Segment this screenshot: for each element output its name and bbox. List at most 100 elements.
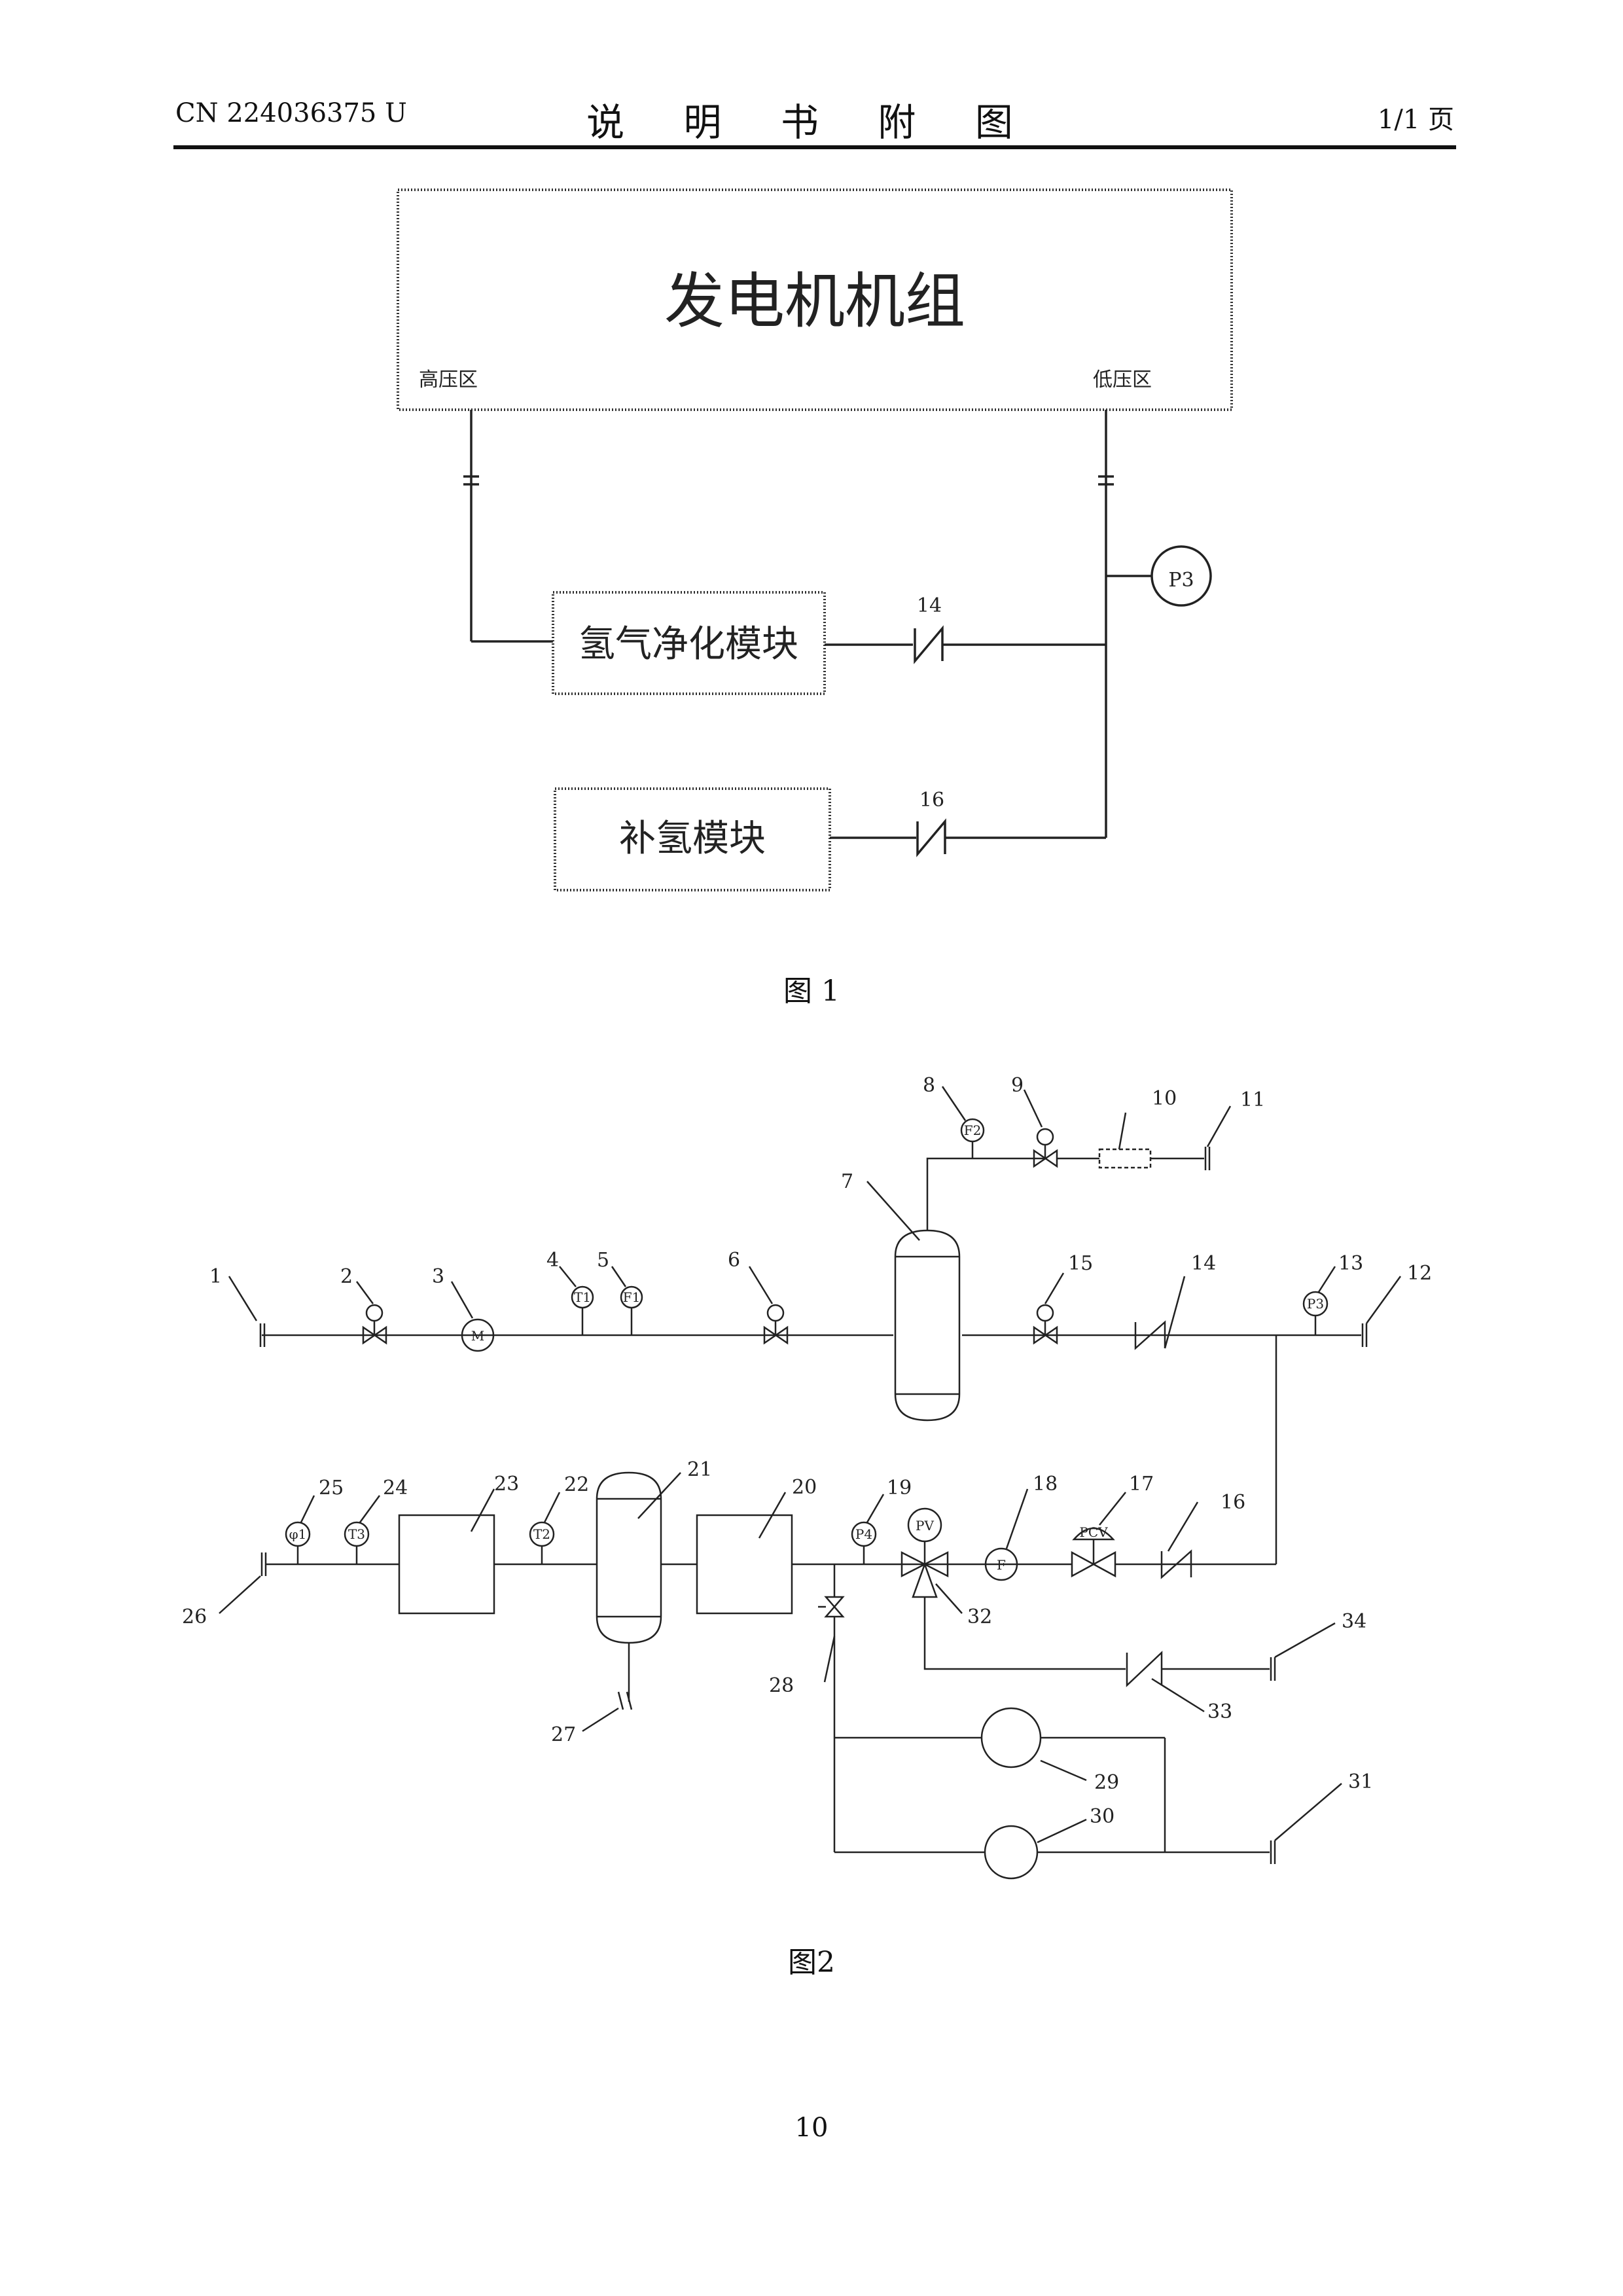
leader-29	[1041, 1761, 1086, 1780]
leader-22	[544, 1492, 560, 1522]
leader-11	[1207, 1106, 1230, 1147]
t3-label: T3	[348, 1526, 365, 1542]
ref-12: 12	[1407, 1262, 1432, 1285]
low-pressure-label: 低压区	[1093, 368, 1152, 391]
ref-17: 17	[1129, 1473, 1154, 1496]
ref-27: 27	[551, 1723, 576, 1746]
leader-30	[1037, 1820, 1086, 1842]
leader-32	[936, 1584, 962, 1613]
high-pressure-label: 高压区	[419, 368, 478, 391]
vessel-7	[895, 1230, 959, 1420]
makeup-module-label: 补氢模块	[619, 817, 766, 860]
pump-29	[982, 1708, 1041, 1767]
outlet-26-flange	[262, 1552, 266, 1576]
ref-31: 31	[1348, 1770, 1373, 1793]
ref-32: 32	[967, 1605, 992, 1628]
ref-20: 20	[792, 1476, 817, 1499]
pv-label: PV	[916, 1518, 934, 1534]
ref-26: 26	[182, 1605, 207, 1628]
page-number: 10	[0, 2113, 1623, 2143]
ref-30: 30	[1090, 1805, 1115, 1828]
ref-28: 28	[769, 1674, 794, 1697]
vent-outlet-11	[1205, 1147, 1209, 1170]
valve-6-actuator	[768, 1305, 783, 1321]
unit-20	[697, 1515, 792, 1613]
valve-2-actuator	[366, 1305, 382, 1321]
purification-module-label: 氢气净化模块	[579, 623, 798, 666]
leader-31	[1275, 1784, 1342, 1840]
leader-12	[1366, 1276, 1400, 1323]
figure-2: 1 2 M 3 T1 4 F1 5 6 7	[182, 1074, 1432, 1878]
ref-29: 29	[1094, 1771, 1119, 1794]
ref-3: 3	[432, 1265, 444, 1288]
leader-14	[1165, 1276, 1185, 1348]
ref-24: 24	[383, 1477, 408, 1499]
leader-34	[1275, 1623, 1335, 1657]
f2-label: F2	[964, 1122, 982, 1138]
check-valve-16-label: 16	[919, 789, 944, 812]
check-valve-16	[918, 821, 945, 854]
ref-8: 8	[923, 1074, 935, 1097]
p3-gauge-label: P3	[1168, 569, 1194, 592]
ref-10: 10	[1152, 1087, 1177, 1110]
figure-1: 发电机机组 高压区 低压区 氢气净化模块 P3 14 补氢模块 16	[398, 190, 1232, 890]
vent-line	[927, 1158, 1047, 1230]
ref-9: 9	[1011, 1074, 1024, 1097]
leader-25	[301, 1496, 314, 1522]
leader-7	[867, 1181, 919, 1240]
leader-13	[1319, 1266, 1335, 1292]
ref-34: 34	[1342, 1610, 1366, 1633]
ref-23: 23	[494, 1473, 519, 1496]
leader-3	[452, 1282, 473, 1318]
figure-1-caption: 图 1	[0, 967, 1623, 1009]
valve-15-actuator	[1037, 1305, 1053, 1321]
ref-1: 1	[209, 1265, 222, 1288]
leader-6	[749, 1266, 772, 1304]
valve-9-actuator	[1037, 1129, 1053, 1145]
outlet-12-flange	[1363, 1323, 1366, 1347]
ref-5: 5	[597, 1249, 609, 1272]
leader-24	[360, 1496, 380, 1522]
ref-4: 4	[546, 1249, 559, 1272]
ref-11: 11	[1240, 1088, 1265, 1111]
leader-28	[825, 1636, 834, 1682]
ref-14: 14	[1191, 1252, 1216, 1275]
figure-2-caption: 图2	[0, 1939, 1623, 1981]
leader-5	[612, 1266, 626, 1287]
leader-1	[229, 1276, 257, 1321]
ref-6: 6	[728, 1249, 740, 1272]
unit-23	[399, 1515, 494, 1613]
ref-16: 16	[1221, 1491, 1245, 1514]
phi1-label: φ1	[289, 1526, 307, 1542]
t1-label: T1	[574, 1289, 591, 1305]
ref-2: 2	[340, 1265, 353, 1288]
ref-15: 15	[1068, 1252, 1093, 1275]
ref-25: 25	[319, 1477, 344, 1499]
meter-3-label: M	[471, 1328, 484, 1344]
ref-21: 21	[687, 1458, 712, 1481]
pcv-17-label: PCV	[1079, 1524, 1108, 1540]
t2-label: T2	[533, 1526, 550, 1542]
leader-2	[357, 1282, 373, 1304]
leader-10	[1119, 1113, 1126, 1149]
inlet-34-flange	[1271, 1657, 1275, 1681]
valve-28	[826, 1597, 843, 1617]
ref-7: 7	[841, 1170, 853, 1193]
ref-18: 18	[1033, 1473, 1058, 1496]
f1-label: F1	[623, 1289, 641, 1305]
pump-30	[985, 1826, 1037, 1878]
flame-arrester-10	[1099, 1149, 1150, 1168]
leader-16	[1168, 1502, 1198, 1551]
ref-13: 13	[1338, 1252, 1363, 1275]
leader-9	[1024, 1090, 1042, 1127]
ref-19: 19	[887, 1477, 912, 1499]
flowmeter-18-label: F	[997, 1557, 1006, 1573]
leader-26	[219, 1576, 260, 1613]
check-valve-14-label: 14	[917, 594, 942, 617]
leader-27	[582, 1708, 618, 1731]
leader-4	[560, 1266, 576, 1287]
leader-15	[1045, 1273, 1063, 1304]
leader-18	[1007, 1489, 1027, 1549]
leader-17	[1099, 1492, 1126, 1525]
p4-label: P4	[855, 1526, 872, 1542]
